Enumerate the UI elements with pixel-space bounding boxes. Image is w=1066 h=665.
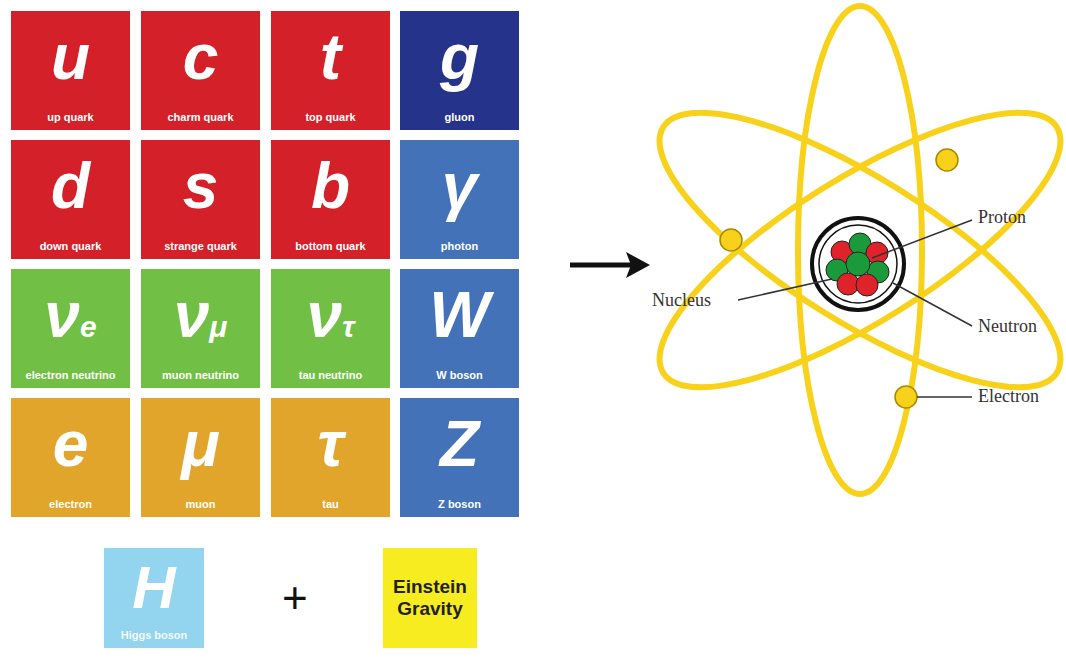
- particle-symbol: u: [11, 17, 130, 97]
- particle-name: charm quark: [144, 111, 257, 124]
- particle-name: muon: [144, 498, 257, 511]
- particle-symbol: g: [400, 17, 519, 97]
- particle-name: top quark: [274, 111, 387, 124]
- particle-name: electron neutrino: [14, 369, 127, 382]
- particle-name: tau neutrino: [274, 369, 387, 382]
- particle-tile: μ muon: [141, 398, 260, 517]
- particle-name: photon: [403, 240, 516, 253]
- particle-tile: Z Z boson: [400, 398, 519, 517]
- particle-name: electron: [14, 498, 127, 511]
- particle-symbol: t: [271, 17, 390, 97]
- particle-tile: νμ muon neutrino: [141, 269, 260, 388]
- particle-tile: ντ tau neutrino: [271, 269, 390, 388]
- particle-tile: γ photon: [400, 140, 519, 259]
- particle-symbol: Z: [400, 404, 519, 484]
- symbol-letter: t: [320, 21, 341, 93]
- particle-name: up quark: [14, 111, 127, 124]
- symbol-letter: s: [183, 150, 219, 222]
- particle-name: Higgs boson: [107, 629, 201, 642]
- symbol-letter: γ: [442, 150, 478, 222]
- nucleus-ring: [812, 218, 904, 310]
- particle-tile: b bottom quark: [271, 140, 390, 259]
- electron-dot: [936, 149, 958, 171]
- particle-name: gluon: [403, 111, 516, 124]
- particle-symbol: d: [11, 146, 130, 226]
- particle-symbol: νe: [11, 275, 130, 367]
- symbol-letter: ν: [44, 279, 80, 351]
- tile-text: Einstein Gravity: [387, 576, 473, 620]
- particle-symbol: γ: [400, 146, 519, 226]
- part-label: Nucleus: [652, 290, 711, 311]
- particle-tile: d down quark: [11, 140, 130, 259]
- symbol-letter: τ: [317, 408, 343, 480]
- particle-name: muon neutrino: [144, 369, 257, 382]
- particle-name: Z boson: [403, 498, 516, 511]
- part-label: Proton: [978, 207, 1026, 228]
- symbol-letter: c: [183, 21, 219, 93]
- particle-name: tau: [274, 498, 387, 511]
- symbol-letter: g: [440, 21, 479, 93]
- particle-name: bottom quark: [274, 240, 387, 253]
- particle-name: strange quark: [144, 240, 257, 253]
- particle-symbol: τ: [271, 404, 390, 484]
- particle-tile: νe electron neutrino: [11, 269, 130, 388]
- symbol-subscript: e: [80, 310, 97, 343]
- particle-symbol: W: [400, 275, 519, 355]
- symbol-letter: Z: [440, 408, 479, 480]
- symbol-letter: ν: [174, 279, 210, 351]
- electrons: [720, 149, 958, 408]
- symbol-letter: H: [132, 554, 175, 621]
- symbol-letter: ν: [307, 279, 343, 351]
- arrow-head: [626, 252, 650, 278]
- symbol-letter: d: [51, 150, 90, 222]
- plus-sign: +: [282, 573, 308, 623]
- particle-symbol: ντ: [271, 275, 390, 367]
- particle-tile: c charm quark: [141, 11, 260, 130]
- particle-symbol: e: [11, 404, 130, 484]
- symbol-letter: u: [51, 21, 90, 93]
- symbol-subscript: τ: [342, 310, 354, 343]
- electron-dot: [895, 386, 917, 408]
- particle-tile: τ tau: [271, 398, 390, 517]
- particle-tile: u up quark: [11, 11, 130, 130]
- particle-symbol: b: [271, 146, 390, 226]
- orbit: [625, 66, 1066, 434]
- orbit: [798, 6, 922, 494]
- particle-tile: e electron: [11, 398, 130, 517]
- particle-symbol: c: [141, 17, 260, 97]
- particle-name: W boson: [403, 369, 516, 382]
- nucleons: [826, 233, 889, 296]
- particle-symbol: s: [141, 146, 260, 226]
- particle-tile: s strange quark: [141, 140, 260, 259]
- part-label: Electron: [978, 386, 1039, 407]
- orbit: [625, 66, 1066, 434]
- electron-dot: [720, 229, 742, 251]
- leader-lines: [738, 220, 972, 397]
- orbits: [625, 6, 1066, 494]
- particle-tile: H Higgs boson: [104, 548, 204, 648]
- particle-tile: g gluon: [400, 11, 519, 130]
- symbol-letter: W: [429, 279, 489, 351]
- particle-tile: Einstein Gravity: [383, 548, 477, 648]
- symbol-letter: e: [53, 408, 89, 480]
- particle-tile: W W boson: [400, 269, 519, 388]
- particle-symbol: μ: [141, 404, 260, 484]
- nucleus-ring: [819, 225, 897, 303]
- particle-symbol: H: [104, 548, 204, 628]
- part-label: Neutron: [978, 316, 1037, 337]
- symbol-letter: μ: [181, 408, 220, 480]
- particle-symbol: νμ: [141, 275, 260, 367]
- particle-tile: t top quark: [271, 11, 390, 130]
- particle-name: down quark: [14, 240, 127, 253]
- symbol-letter: b: [311, 150, 350, 222]
- arrow-line: [570, 263, 632, 268]
- symbol-subscript: μ: [209, 310, 227, 343]
